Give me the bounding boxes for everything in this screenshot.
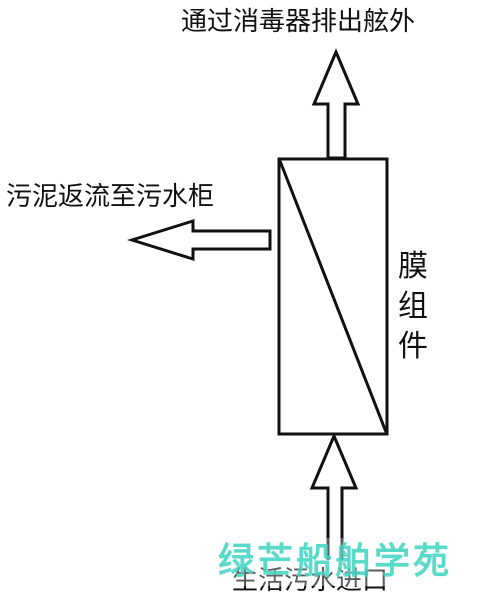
sludge-return-label: 污泥返流至污水柜 [6, 182, 215, 212]
membrane-diagonal [278, 160, 388, 433]
sewage-inlet-arrow [309, 432, 359, 560]
outlet-arrow [311, 48, 361, 160]
sewage-inlet-label: 生活污水进口 [232, 566, 389, 596]
membrane-module-label: 膜组件 [398, 249, 428, 364]
sludge-return-arrow [126, 218, 272, 262]
membrane-module-box [277, 157, 389, 436]
watermark-logo: 绿芒船舶学苑 [218, 538, 474, 586]
outlet-label: 通过消毒器排出舷外 [181, 7, 416, 37]
